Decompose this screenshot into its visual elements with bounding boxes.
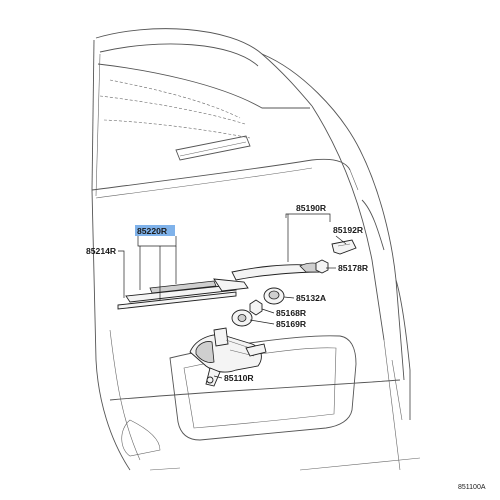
selected-part-highlight <box>135 225 175 236</box>
wiper-nut <box>315 259 329 274</box>
part-label-85214r[interactable]: 85214R <box>86 246 117 256</box>
part-label-85110r[interactable]: 85110R <box>224 373 254 383</box>
part-label-85168r[interactable]: 85168R <box>276 308 307 318</box>
pivot-nut <box>249 299 263 316</box>
part-label-85192r[interactable]: 85192R <box>333 225 364 235</box>
part-label-85132a[interactable]: 85132A <box>296 293 326 303</box>
wiper-pivot-cap <box>263 287 285 305</box>
vehicle-body-outline <box>91 28 421 471</box>
part-label-85190r[interactable]: 85190R <box>296 203 327 213</box>
wiper-arm <box>231 262 326 281</box>
part-label-85178r[interactable]: 85178R <box>338 263 369 273</box>
wiper-blade <box>117 278 249 310</box>
wiper-motor <box>189 327 267 387</box>
leader-lines <box>118 213 347 379</box>
part-label-85220r[interactable]: 85220R <box>137 226 168 236</box>
wiper-arm-cap <box>331 239 357 255</box>
part-label-85169r[interactable]: 85169R <box>276 319 307 329</box>
pivot-grommet <box>231 309 253 327</box>
diagram-code: 851100A <box>458 484 486 491</box>
